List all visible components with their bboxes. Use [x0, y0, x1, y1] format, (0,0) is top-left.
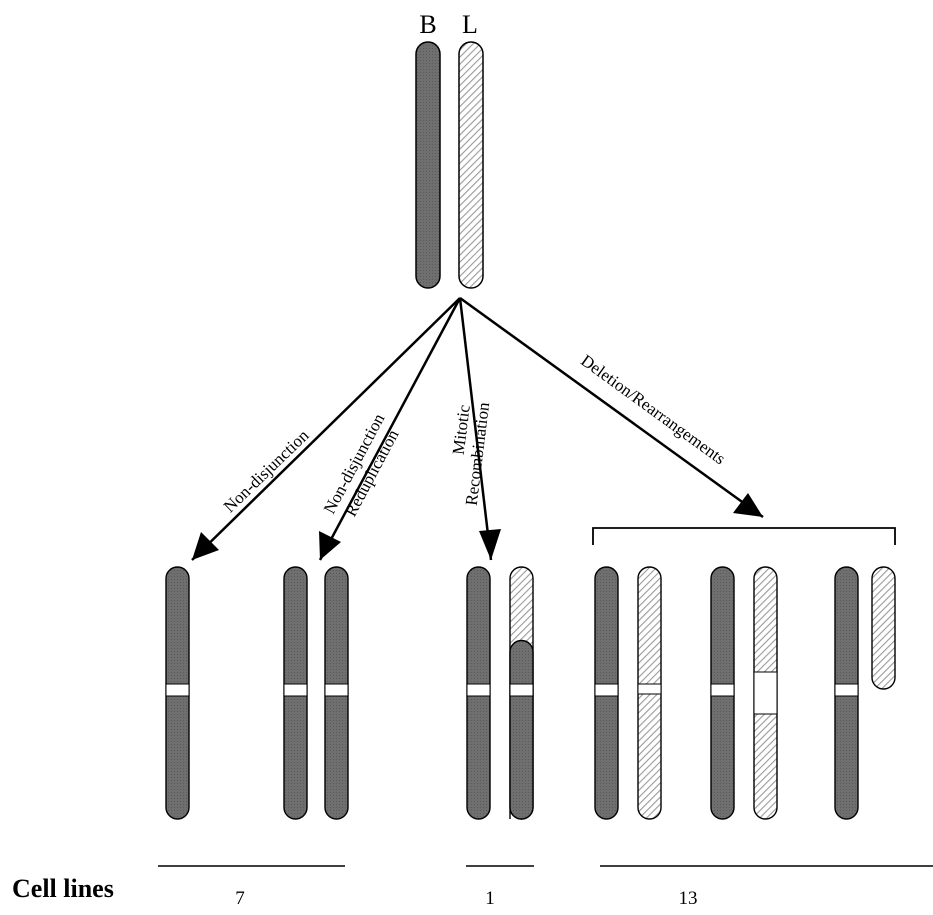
- result-deletion-2: [710, 566, 778, 820]
- parent-b-chromosome: [415, 41, 441, 289]
- label-non-disjunction: Non-disjunction: [220, 425, 313, 516]
- count-non-disjunction: 7: [235, 888, 245, 909]
- recombinant-b-segment: [509, 639, 534, 820]
- label-mitotic-recombination: Mitotic Recombination: [449, 401, 493, 507]
- result-non-disjunction-reduplication: [283, 566, 349, 820]
- centromere-band: [283, 683, 308, 697]
- centromere-band: [509, 683, 534, 697]
- deletion-bracket: [592, 527, 896, 545]
- centromere-band: [594, 683, 619, 697]
- label-deletion-rearrangements: Deletion/Rearrangements: [577, 351, 729, 468]
- arrow-deletion-rearrangements: [459, 296, 764, 519]
- arrowhead-icon: [319, 531, 341, 560]
- parent-l-label: L: [462, 10, 478, 39]
- parent-b-label: B: [419, 10, 436, 39]
- count-deletion: 13: [679, 888, 698, 909]
- result-mitotic-recombination: [466, 566, 534, 820]
- arrow-non-disjunction: [191, 297, 461, 561]
- result-deletion-3: [834, 566, 896, 820]
- centromere-band: [710, 683, 735, 697]
- arrowhead-icon: [479, 529, 501, 560]
- parent-l-chromosome: [458, 41, 484, 289]
- result-non-disjunction: [165, 566, 190, 820]
- chromosome-l-truncated: [871, 566, 896, 690]
- deleted-region: [753, 671, 778, 715]
- result-deletion-1: [594, 566, 662, 820]
- centromere-band: [466, 683, 491, 697]
- arrowheads-group: [192, 493, 763, 560]
- row-label-cell-lines: Cell lines: [12, 874, 114, 903]
- label-non-disjunction-reduplication: Non-disjunction Reduplication: [320, 410, 403, 520]
- arrows-group: [191, 296, 764, 561]
- centromere-band: [637, 683, 662, 695]
- arrow-non-disjunction-reduplication: [318, 297, 462, 561]
- count-mitotic: 1: [485, 888, 495, 909]
- arrow-mitotic-recombination: [458, 297, 493, 561]
- arrowhead-icon: [192, 532, 219, 560]
- centromere-band: [834, 683, 859, 697]
- centromere-band: [324, 683, 349, 697]
- centromere-band: [165, 683, 190, 697]
- arrowhead-icon: [733, 493, 763, 517]
